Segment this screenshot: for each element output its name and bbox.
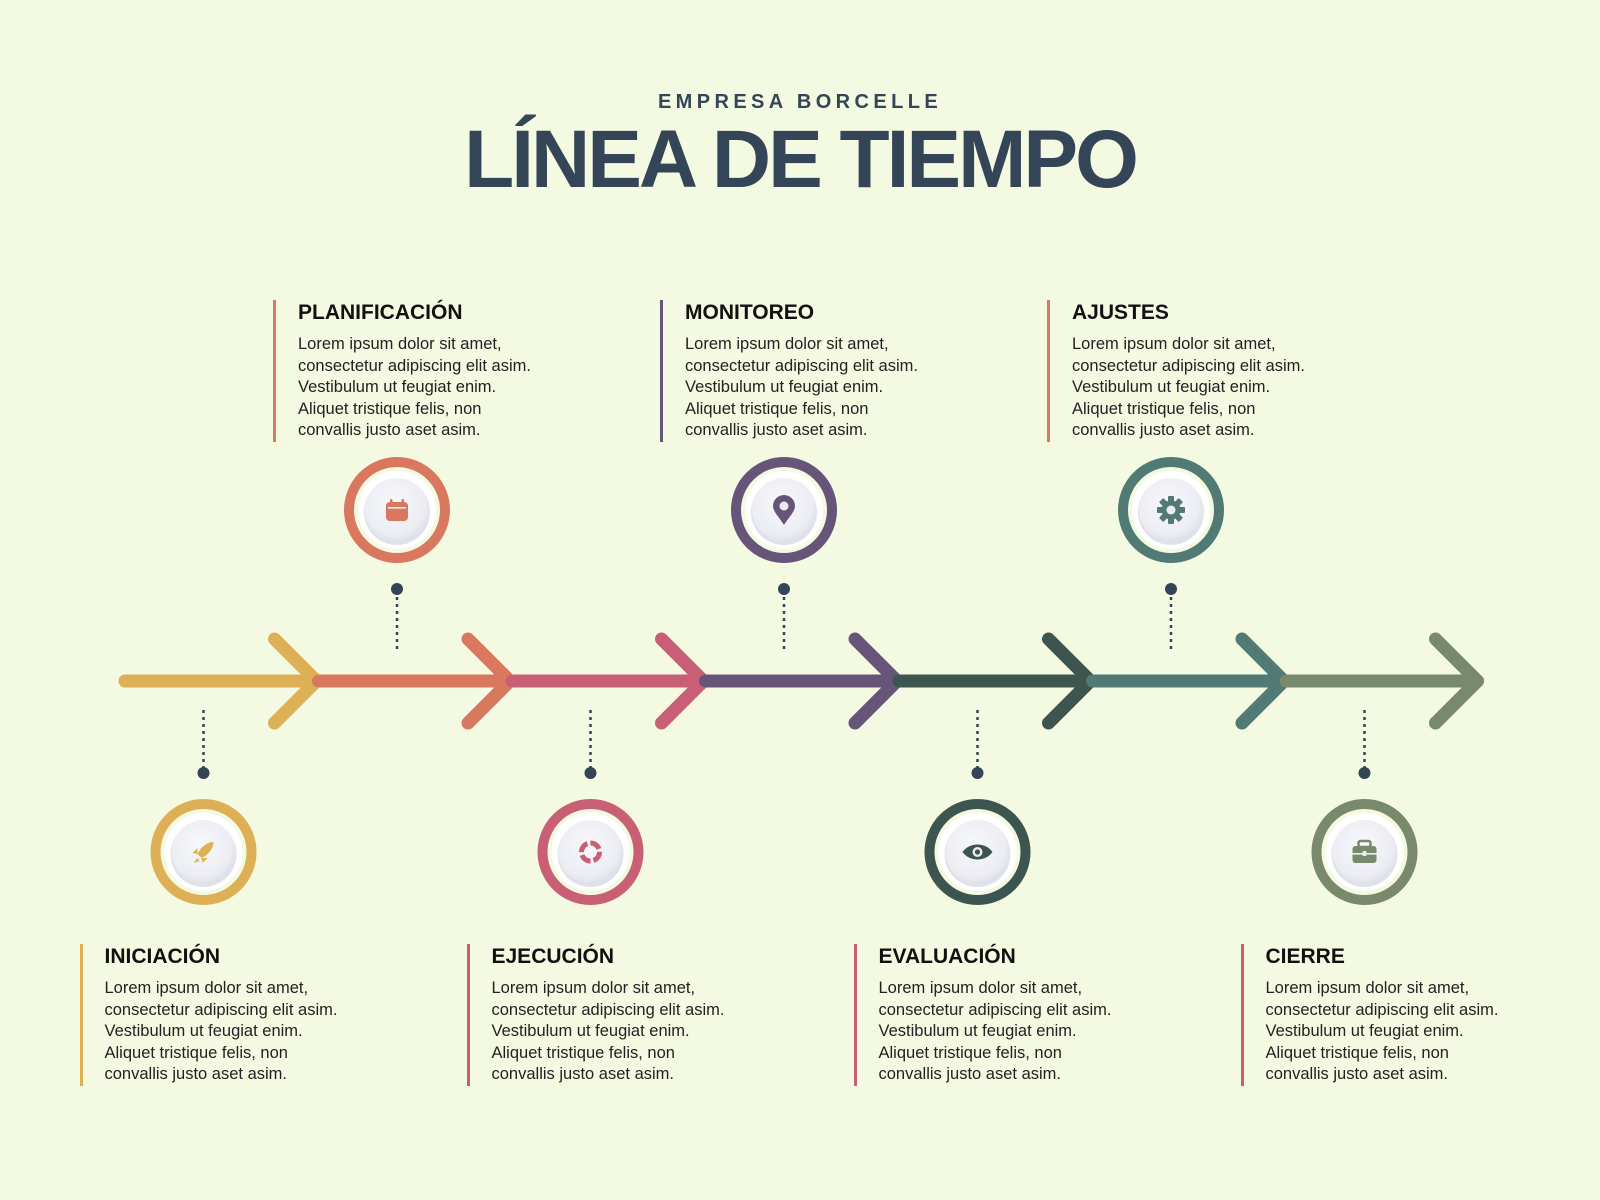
stage-description: Lorem ipsum dolor sit amet, consectetur …: [298, 335, 531, 440]
timeline-arrow-ejecucion: [505, 632, 710, 730]
stage-description: Lorem ipsum dolor sit amet, consectetur …: [685, 335, 918, 440]
stage-node-ajustes: [1118, 457, 1224, 563]
company-name: EMPRESA BORCELLE: [657, 91, 943, 113]
rocket-icon: [192, 842, 214, 863]
stage-title: EVALUACIÓN: [878, 945, 1016, 968]
progress-ring-icon: [579, 840, 602, 864]
stage-node-cierre: [1311, 799, 1418, 905]
stage-card-evaluacion: EVALUACIÓN Lorem ipsum dolor sit amet, co…: [853, 944, 1169, 1086]
stage-description: Lorem ipsum dolor sit amet, consectetur …: [1265, 979, 1499, 1084]
stage-description: Lorem ipsum dolor sit amet, consectetur …: [878, 979, 1112, 1084]
stage-card-cierre: CIERRE Lorem ipsum dolor sit amet, consec…: [1240, 944, 1556, 1086]
connector-monitoreo: [778, 583, 790, 652]
stage-card-ajustes: AJUSTES Lorem ipsum dolor sit amet, conse…: [1047, 300, 1362, 442]
stage-title: AJUSTES: [1072, 301, 1169, 324]
connector-iniciacion: [197, 710, 210, 779]
connector-ajustes: [1165, 583, 1177, 652]
timeline-arrow-iniciacion: [118, 632, 323, 730]
briefcase-icon: [1352, 839, 1377, 863]
stage-title: INICIACIÓN: [104, 945, 221, 968]
connector-planificacion: [391, 583, 403, 652]
timeline-arrow-cierre: [1279, 632, 1484, 730]
eye-icon: [962, 844, 993, 860]
connector-cierre: [1358, 710, 1371, 779]
stage-card-ejecucion: EJECUCIÓN Lorem ipsum dolor sit amet, con…: [466, 944, 782, 1086]
stage-title: EJECUCIÓN: [491, 945, 615, 968]
connector-ejecucion: [584, 710, 597, 779]
stage-title: CIERRE: [1265, 945, 1345, 968]
timeline-arrow-monitoreo: [699, 632, 904, 730]
stage-node-planificacion: [344, 457, 450, 563]
gear-icon: [1157, 496, 1185, 524]
stage-node-iniciacion: [150, 799, 257, 905]
stage-card-monitoreo: MONITOREO Lorem ipsum dolor sit amet, con…: [660, 300, 975, 442]
stage-card-iniciacion: INICIACIÓN Lorem ipsum dolor sit amet, co…: [79, 944, 395, 1086]
timeline-arrow-planificacion: [312, 632, 517, 730]
stage-title: PLANIFICACIÓN: [298, 301, 463, 324]
timeline-arrow-ajustes: [1086, 632, 1291, 730]
stage-title: MONITOREO: [685, 301, 815, 324]
map-pin-icon: [773, 495, 795, 525]
connector-evaluacion: [971, 710, 984, 779]
stage-description: Lorem ipsum dolor sit amet, consectetur …: [104, 979, 338, 1084]
calendar-icon: [386, 499, 408, 521]
stage-description: Lorem ipsum dolor sit amet, consectetur …: [1072, 335, 1305, 440]
stage-description: Lorem ipsum dolor sit amet, consectetur …: [491, 979, 725, 1084]
timeline-arrow-evaluacion: [892, 632, 1097, 730]
stage-node-monitoreo: [731, 457, 837, 563]
stage-node-ejecucion: [537, 799, 644, 905]
stage-card-planificacion: PLANIFICACIÓN Lorem ipsum dolor sit amet,…: [273, 300, 588, 442]
stage-node-evaluacion: [924, 799, 1031, 905]
page-title: LÍNEA DE TIEMPO: [464, 114, 1139, 205]
